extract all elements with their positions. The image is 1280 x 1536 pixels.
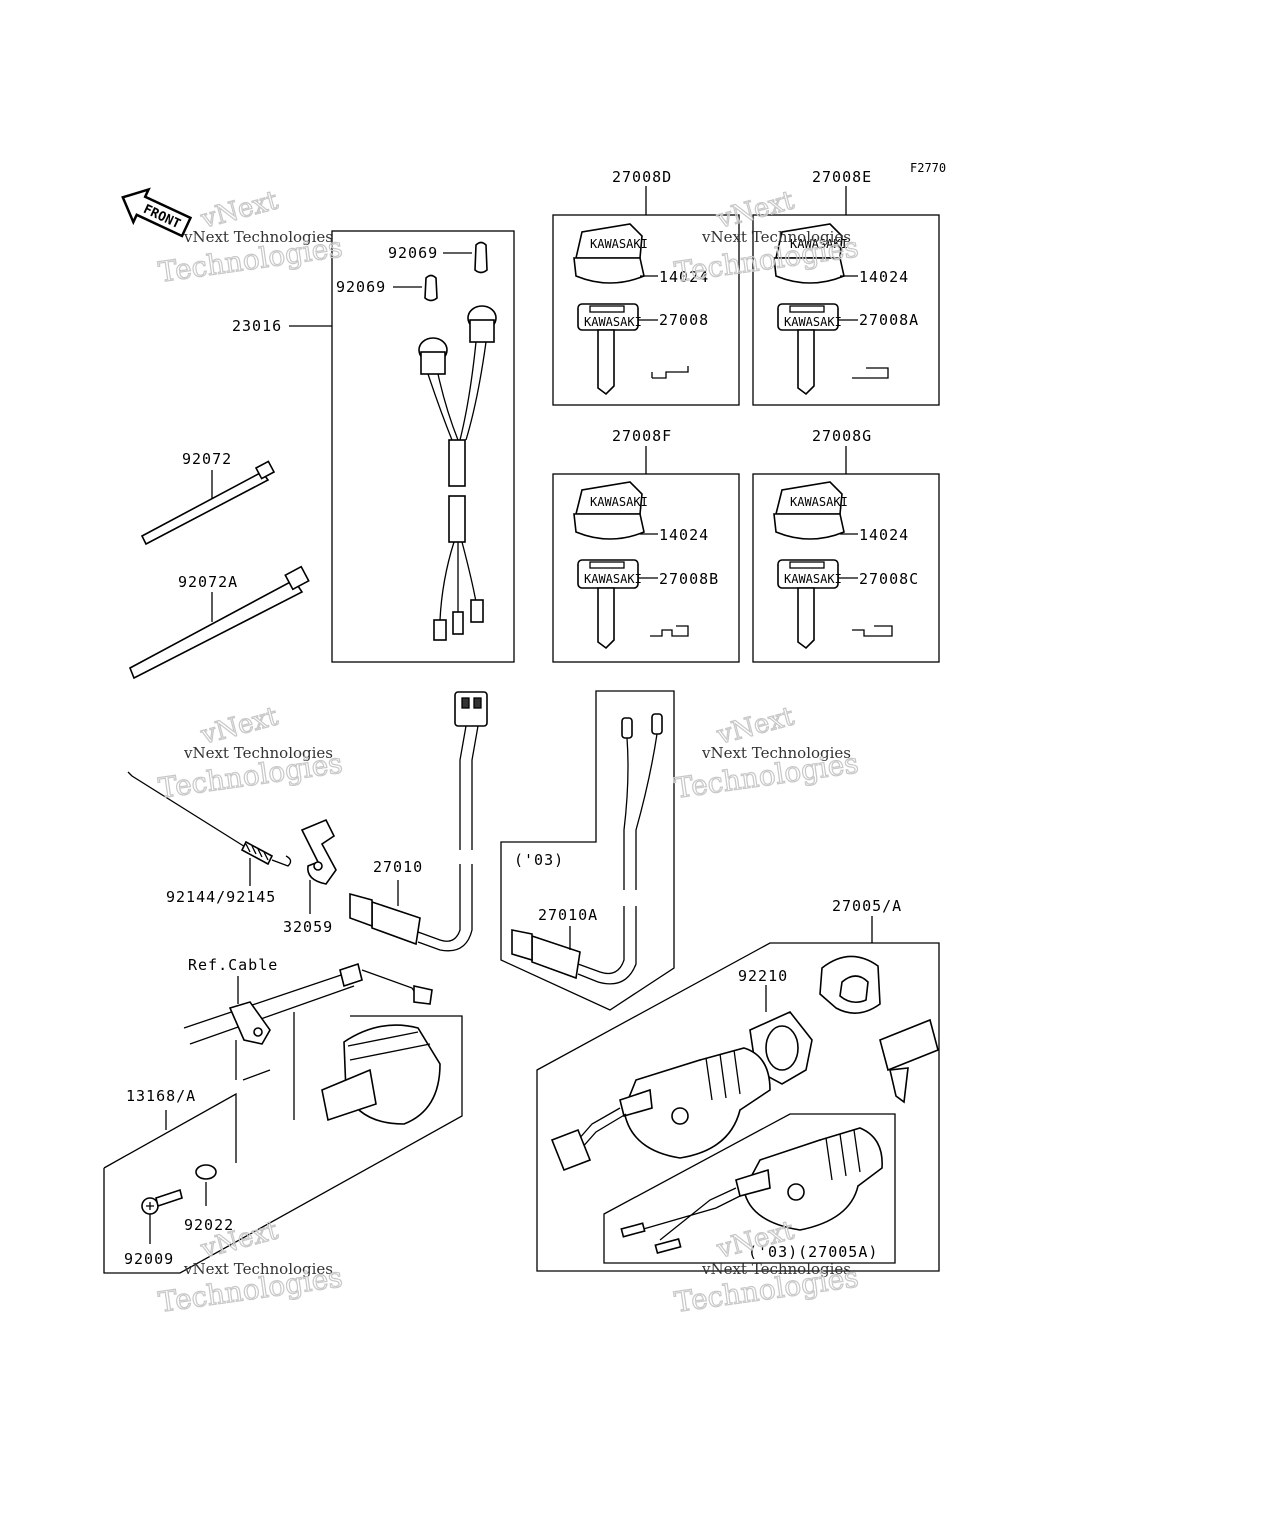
label-27008B: 27008B <box>659 570 719 588</box>
key-cap-icon: KAWASAKI <box>773 481 848 540</box>
watermark: vNext vNext Technologies Technologies <box>156 701 345 806</box>
label-32059: 32059 <box>283 918 333 936</box>
svg-text:KAWASAKI: KAWASAKI <box>790 495 848 509</box>
label-92072A: 92072A <box>178 573 238 591</box>
label-14024: 14024 <box>659 526 709 544</box>
label-14024: 14024 <box>659 268 709 286</box>
label-03: ('03) <box>514 851 564 869</box>
label-92022: 92022 <box>184 1216 234 1234</box>
svg-text:vNext Technologies: vNext Technologies <box>183 744 333 762</box>
key-set-27008G: 27008G KAWASAKI 14024 KAWASAKI 27008C <box>752 427 940 663</box>
label-27008E: 27008E <box>812 168 872 186</box>
label-ref-cable: Ref.Cable <box>188 956 278 974</box>
key-cap-icon: KAWASAKI <box>573 223 648 284</box>
key-set-27008E: 27008E KAWASAKI 14024 KAWASAKI 27008A <box>752 168 940 406</box>
svg-text:KAWASAKI: KAWASAKI <box>584 572 642 586</box>
label-27008D: 27008D <box>612 168 672 186</box>
key-blank-icon: KAWASAKI <box>577 303 642 396</box>
svg-text:KAWASAKI: KAWASAKI <box>590 237 648 251</box>
key-blank-icon: KAWASAKI <box>777 303 842 396</box>
svg-text:vNext Technologies: vNext Technologies <box>701 1260 851 1278</box>
label-03-27005A: ('03)(27005A) <box>748 1243 878 1261</box>
ignition-switch-27005: 27005/A 92210 ('03)(27005A) <box>536 897 940 1272</box>
watermark: vNext vNext Technologies Technologies <box>672 1215 861 1320</box>
svg-text:KAWASAKI: KAWASAKI <box>790 237 848 251</box>
svg-text:vNext Technologies: vNext Technologies <box>183 228 333 246</box>
label-27008G: 27008G <box>812 427 872 445</box>
label-14024: 14024 <box>859 268 909 286</box>
key-blank-icon: KAWASAKI <box>777 559 842 650</box>
figure-code: F2770 <box>910 161 946 175</box>
watermark: vNext vNext Technologies Technologies <box>672 701 861 806</box>
label-92072: 92072 <box>182 450 232 468</box>
wire-harness-23016: 23016 92069 92069 <box>232 230 515 663</box>
label-27008C: 27008C <box>859 570 919 588</box>
bracket-32059: 32059 <box>283 818 337 936</box>
label-23016: 23016 <box>232 317 282 335</box>
switch-27010A: ('03) 27010A <box>500 690 675 1011</box>
label-27008F: 27008F <box>612 427 672 445</box>
label-92210: 92210 <box>738 967 788 985</box>
spring-92144: 92144/92145 <box>127 771 292 906</box>
label-13168-A: 13168/A <box>126 1087 196 1105</box>
label-27005-A: 27005/A <box>832 897 902 915</box>
cable-tie-92072: 92072 <box>140 450 276 546</box>
label-27010A: 27010A <box>538 906 598 924</box>
key-set-27008D: 27008D KAWASAKI 14024 KAWASAKI 27008 <box>552 168 740 406</box>
cable-tie-92072A: 92072A <box>128 565 310 680</box>
switch-27010: 27010 <box>349 691 488 952</box>
svg-text:KAWASAKI: KAWASAKI <box>584 315 642 329</box>
svg-text:vNext Technologies: vNext Technologies <box>701 744 851 762</box>
label-92069: 92069 <box>388 244 438 262</box>
key-cap-icon: KAWASAKI <box>773 223 848 284</box>
front-arrow-icon: FRONT <box>121 187 193 238</box>
label-27010: 27010 <box>373 858 423 876</box>
svg-text:vNext Technologies: vNext Technologies <box>183 1260 333 1278</box>
label-92009: 92009 <box>124 1250 174 1268</box>
key-set-27008F: 27008F KAWASAKI 14024 KAWASAKI 27008B <box>552 427 740 663</box>
svg-text:KAWASAKI: KAWASAKI <box>590 495 648 509</box>
key-blank-icon: KAWASAKI <box>577 559 642 650</box>
label-14024: 14024 <box>859 526 909 544</box>
key-cap-icon: KAWASAKI <box>573 481 648 540</box>
svg-text:vNext Technologies: vNext Technologies <box>701 228 851 246</box>
label-92144-92145: 92144/92145 <box>166 888 276 906</box>
label-27008A: 27008A <box>859 311 919 329</box>
assembly-13168: Ref.Cable 13168/A 92022 92009 <box>103 956 463 1274</box>
watermark: vNext vNext Technologies Technologies <box>156 185 345 290</box>
svg-text:KAWASAKI: KAWASAKI <box>784 315 842 329</box>
label-92069: 92069 <box>336 278 386 296</box>
svg-text:KAWASAKI: KAWASAKI <box>784 572 842 586</box>
label-27008: 27008 <box>659 311 709 329</box>
